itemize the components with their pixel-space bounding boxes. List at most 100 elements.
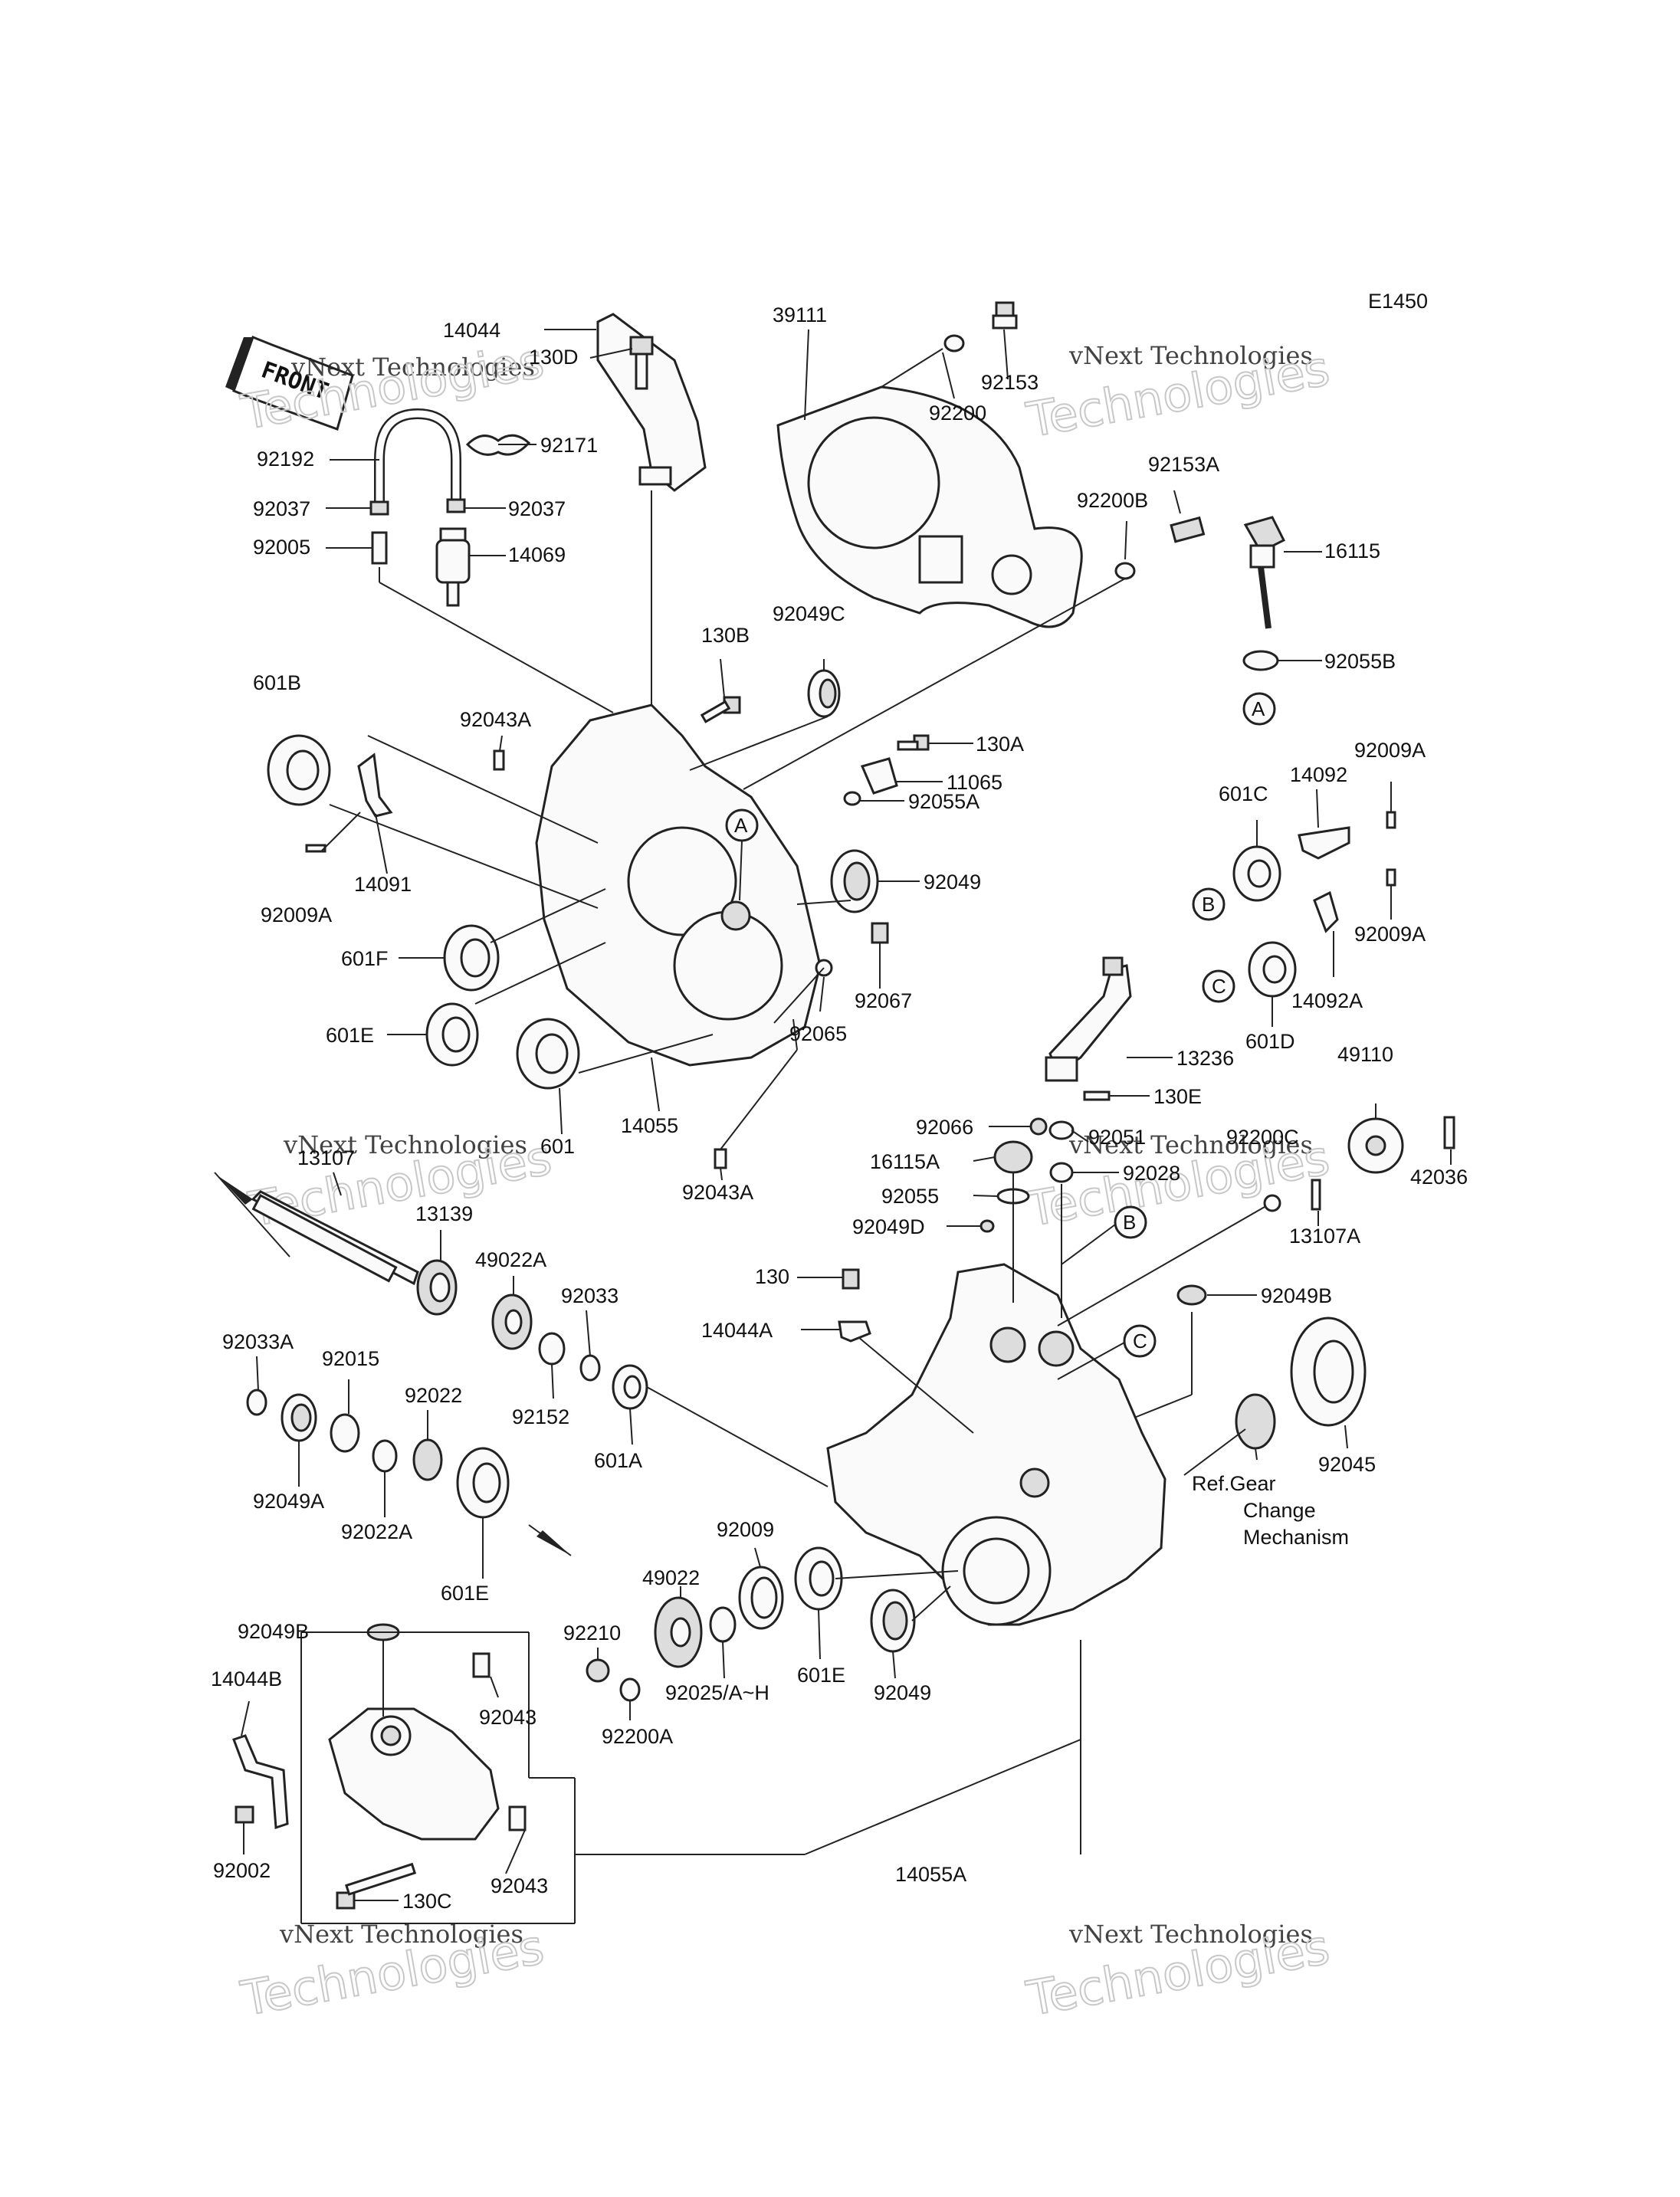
label-14069: 14069 <box>508 543 566 566</box>
label-601A: 601A <box>594 1449 642 1472</box>
ref-circle-A-top: A <box>1242 692 1276 726</box>
label-92067: 92067 <box>855 989 912 1012</box>
bolt-130A <box>897 734 930 751</box>
seal-92049B-right <box>1176 1284 1207 1306</box>
label-92022A: 92022A <box>341 1520 412 1543</box>
gear-49022 <box>654 1596 703 1668</box>
bolt-92153 <box>992 301 1018 330</box>
gear-49110 <box>1347 1117 1404 1174</box>
label-92049D: 92049D <box>852 1215 925 1238</box>
washer-92022A <box>372 1439 398 1473</box>
label-11065: 11065 <box>947 771 1002 794</box>
label-92043A-bot: 92043A <box>682 1181 753 1204</box>
ref-circle-C-right: C <box>1202 969 1235 1003</box>
washer-92200B <box>1114 562 1136 580</box>
plug-92066 <box>1029 1117 1048 1136</box>
svg-text:vNext Technologies: vNext Technologies <box>283 1130 527 1159</box>
bracket-14044 <box>596 313 707 492</box>
ref-circle-A-cover: A <box>725 808 759 842</box>
pin-92043-b <box>508 1805 527 1831</box>
svg-text:vNext Technologies: vNext Technologies <box>1068 1130 1313 1159</box>
label-92022: 92022 <box>405 1384 462 1407</box>
label-92153A: 92153A <box>1148 453 1219 476</box>
ref-circle-B-case: B <box>1114 1205 1147 1239</box>
label-49022A: 49022A <box>475 1248 546 1271</box>
pin-42036 <box>1443 1116 1455 1149</box>
label-14092: 14092 <box>1290 763 1347 786</box>
bolt-130 <box>842 1268 860 1290</box>
dipstick-16115 <box>1243 516 1286 629</box>
pin-13107A <box>1311 1179 1321 1211</box>
label-92200A: 92200A <box>602 1725 673 1748</box>
label-42036: 42036 <box>1410 1166 1468 1189</box>
label-ref-line1: Ref.Gear <box>1192 1472 1276 1495</box>
circlip-92033 <box>579 1354 601 1382</box>
watermark-bot-left: vNext Technologies Technologies <box>236 1918 549 2028</box>
washer-92200A <box>619 1677 641 1702</box>
bearing-601B <box>267 734 331 806</box>
cap-16115A <box>993 1140 1033 1174</box>
label-14055A: 14055A <box>895 1863 966 1886</box>
label-92192: 92192 <box>257 448 314 471</box>
bolt-130E <box>1083 1090 1111 1101</box>
nut-92210 <box>586 1658 610 1683</box>
seal-92049C <box>807 669 841 718</box>
label-13107A: 13107A <box>1289 1225 1360 1248</box>
svg-text:C: C <box>1133 1330 1147 1353</box>
label-92065: 92065 <box>789 1022 847 1045</box>
label-ref-line3: Mechanism <box>1243 1526 1349 1549</box>
seal-92049A <box>281 1393 317 1442</box>
screw-92009A-right-bot <box>1386 868 1396 887</box>
front-arrow-icon: FRONT <box>225 336 354 431</box>
label-49022: 49022 <box>642 1566 700 1589</box>
label-14091: 14091 <box>354 873 412 896</box>
circlip-92033A <box>246 1389 267 1416</box>
label-14055: 14055 <box>621 1114 678 1137</box>
label-92049C: 92049C <box>773 602 845 625</box>
label-601E-mid: 601E <box>441 1582 489 1605</box>
breather-hose <box>374 408 461 513</box>
svg-text:A: A <box>1252 697 1265 720</box>
bracket-14044A <box>838 1320 871 1343</box>
ref-circle-C-case: C <box>1123 1324 1157 1358</box>
bearing-601E-left <box>425 1002 479 1067</box>
crankcase-cover-14055 <box>535 703 822 1067</box>
oring-92055B <box>1242 650 1279 671</box>
label-130: 130 <box>755 1265 789 1288</box>
clamp-92037-right <box>446 498 466 513</box>
label-92200C: 92200C <box>1226 1126 1299 1149</box>
ref-circle-B-right: B <box>1192 887 1226 921</box>
svg-text:vNext Technologies: vNext Technologies <box>1068 341 1313 370</box>
bolt-130D <box>629 336 654 390</box>
label-92037-right: 92037 <box>508 497 566 520</box>
label-601D: 601D <box>1245 1030 1295 1053</box>
label-601F: 601F <box>341 947 389 970</box>
label-13107: 13107 <box>297 1146 355 1169</box>
label-92200: 92200 <box>929 402 986 425</box>
fitting-92005 <box>371 531 388 565</box>
label-49110: 49110 <box>1337 1043 1393 1066</box>
label-92051: 92051 <box>1088 1126 1146 1149</box>
label-92043A-top: 92043A <box>460 708 531 731</box>
label-92049-top: 92049 <box>924 871 981 894</box>
label-92037-left: 92037 <box>253 497 310 520</box>
label-92005: 92005 <box>253 536 310 559</box>
collar-92015 <box>330 1413 360 1453</box>
label-92043-b: 92043 <box>491 1874 548 1897</box>
label-92028: 92028 <box>1123 1162 1180 1185</box>
label-92002: 92002 <box>213 1859 271 1882</box>
label-14092A: 14092A <box>1291 989 1363 1012</box>
label-130E: 130E <box>1153 1085 1202 1108</box>
label-130D: 130D <box>529 346 579 369</box>
label-14044: 14044 <box>443 319 500 342</box>
label-92171: 92171 <box>540 434 598 457</box>
pin-92043A-bot <box>714 1148 727 1169</box>
svg-text:A: A <box>734 814 748 837</box>
label-130B: 130B <box>701 624 750 647</box>
label-601C: 601C <box>1219 782 1268 805</box>
label-92066: 92066 <box>916 1116 973 1139</box>
label-92055: 92055 <box>881 1185 939 1208</box>
bearing-601A <box>612 1364 648 1410</box>
label-92009A-left: 92009A <box>261 903 332 926</box>
